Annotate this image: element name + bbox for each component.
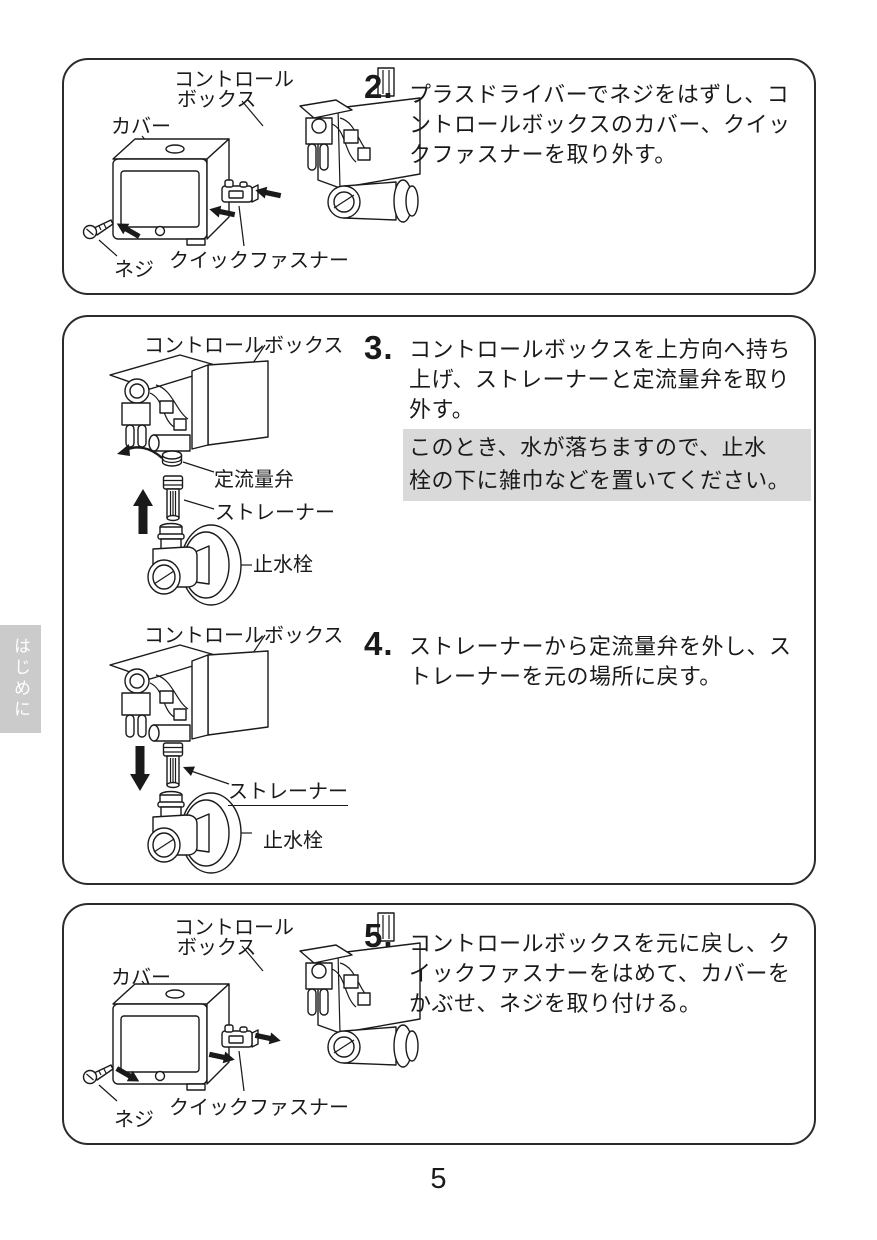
- fastener-drawing: [221, 1024, 259, 1048]
- step-instruction: コントロールボックスを元に戻し、ク イックファスナーをはめて、カバーを かぶせ、…: [409, 931, 791, 1016]
- page-number: 5: [430, 1163, 447, 1195]
- curved-arrow-head-icon: [117, 444, 130, 456]
- step-3-illustration: [109, 344, 269, 606]
- step-instruction: プラスドライバーでネジをはずし、コ ントロールボックスのカバー、クイッ クファス…: [409, 82, 791, 167]
- strainer-pointer-line: [190, 770, 230, 785]
- stop-valve-label: 止水栓: [263, 830, 323, 852]
- control-box-label: ボックス: [177, 937, 257, 959]
- stop-valve-drawing: [147, 522, 242, 606]
- pointer-arrow-head-icon: [183, 766, 195, 776]
- step-instruction: ストレーナーから定流量弁を外し、ス トレーナーを元の場所に戻す。: [409, 634, 792, 689]
- step-4-illustration: [109, 634, 269, 874]
- flow-valve-drawing: [161, 450, 183, 467]
- strainer-drawing: [162, 742, 184, 789]
- screw-drawing: [82, 219, 114, 240]
- strainer-label: ストレーナー: [215, 502, 335, 524]
- strainer-label: ストレーナー: [228, 775, 348, 806]
- screw-drawing: [82, 1064, 114, 1085]
- control-box-drawing: [299, 912, 421, 1068]
- step-5-illustration: [82, 912, 421, 1102]
- stop-valve-label: 止水栓: [253, 554, 313, 576]
- control-box-label: ボックス: [177, 89, 257, 111]
- down-arrow-icon: [130, 746, 150, 791]
- step-number: 5.: [364, 917, 394, 954]
- step-instruction: コントロールボックスを上方向へ持ち 上げ、ストレーナーと定流量弁を取り 外す。: [409, 337, 791, 422]
- step-2-panel: コントロール ボックス カバー クイックファスナー ネジ 2. プラスドライバー…: [62, 58, 816, 295]
- step-number: 3.: [364, 329, 394, 366]
- section-tab: はじめに: [0, 625, 41, 733]
- quick-fastener-label: クイックファスナー: [169, 250, 349, 272]
- step-2-illustration: [82, 67, 421, 257]
- control-box-label: コントロールボックス: [144, 625, 344, 647]
- control-box-label: コントロール: [174, 917, 294, 939]
- screw-label: ネジ: [114, 259, 154, 281]
- control-box-drawing: [109, 644, 269, 742]
- step-number: 4.: [364, 625, 394, 662]
- flow-valve-label: 定流量弁: [214, 469, 294, 491]
- control-box-label: コントロール: [174, 69, 294, 91]
- step-number: 2.: [364, 68, 394, 105]
- quick-fastener-label: クイックファスナー: [169, 1097, 349, 1119]
- caution-note: このとき、水が落ちますので、止水 栓の下に雑巾などを置いてください。: [403, 429, 811, 501]
- fastener-drawing: [221, 179, 259, 203]
- cover-label: カバー: [111, 967, 171, 989]
- control-box-drawing: [299, 67, 421, 223]
- strainer-drawing: [162, 475, 184, 522]
- control-box-drawing: [109, 354, 269, 452]
- step-3-4-panel: コントロールボックス 定流量弁 ストレーナー 止水栓 3. コントロールボックス…: [62, 315, 816, 885]
- step-5-panel: コントロール ボックス カバー クイックファスナー ネジ 5. コントロールボッ…: [62, 903, 816, 1145]
- cover-label: カバー: [111, 116, 171, 138]
- up-arrow-icon: [133, 489, 153, 534]
- screw-label: ネジ: [114, 1109, 154, 1131]
- control-box-label: コントロールボックス: [144, 335, 344, 357]
